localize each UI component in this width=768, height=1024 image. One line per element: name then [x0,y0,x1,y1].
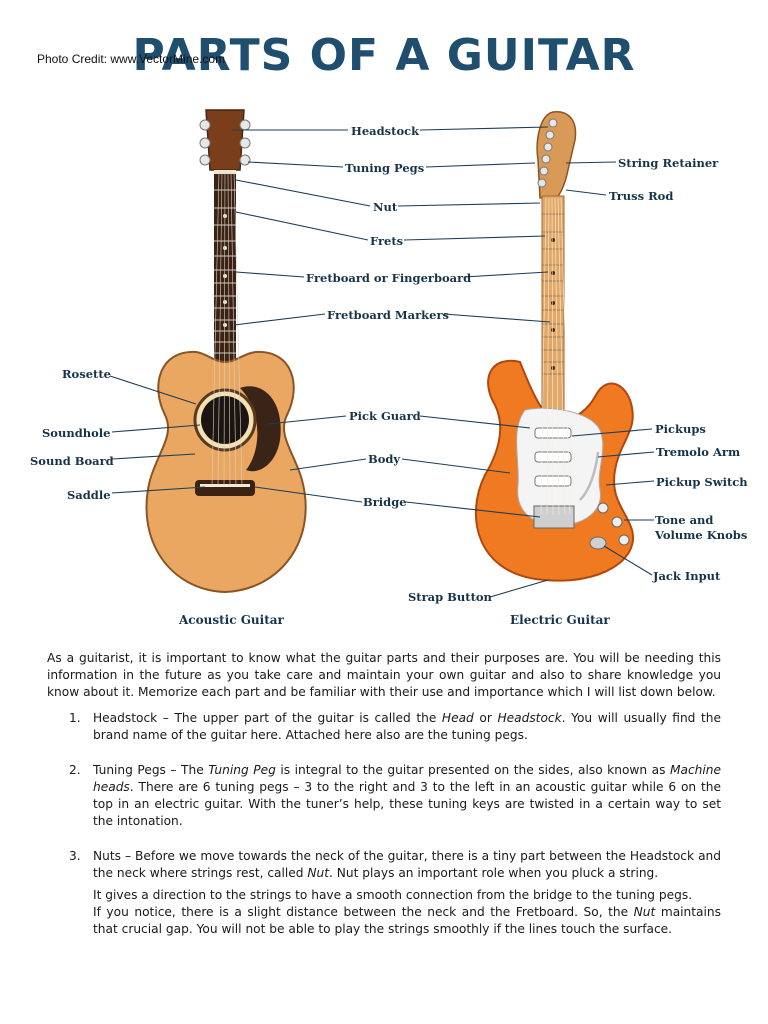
item-text: or [473,711,498,725]
label-tuning-pegs: Tuning Pegs [345,161,425,175]
caption-electric: Electric Guitar [510,613,610,627]
list-item: 1. Headstock – The upper part of the gui… [47,710,721,744]
item-text: If you notice, there is a slight distanc… [93,905,634,919]
acoustic-guitar-drawing [145,109,307,594]
item-text: maintains that crucial gap. You will not… [93,905,721,936]
list-number: 3. [69,849,81,863]
label-saddle: Saddle [67,488,111,502]
label-volume-knobs: Volume Knobs [655,528,748,542]
label-jack-input: Jack Input [653,569,721,583]
caption-acoustic: Acoustic Guitar [179,613,284,627]
guitar-illustration [109,109,655,598]
label-fretboard-markers: Fretboard Markers [327,308,449,322]
item-text: Nuts – Before we move towards the neck o… [93,849,721,880]
label-frets: Frets [370,234,404,248]
intro-paragraph: As a guitarist, it is important to know … [47,651,721,699]
item-text: Headstock – The upper part of the guitar… [93,711,442,725]
label-truss-rod: Truss Rod [609,189,674,203]
item-text: It gives a direction to the strings to h… [93,888,693,902]
label-pickups: Pickups [655,422,706,436]
label-headstock: Headstock [351,124,420,138]
item-text: is integral to the guitar presented on t… [275,763,670,777]
item-emphasis: Nut [307,866,330,880]
label-fretboard: Fretboard or Fingerboard [306,271,472,285]
label-sound-board: Sound Board [30,454,114,468]
label-strap-button: Strap Button [408,590,492,604]
label-tone-and: Tone and [655,513,714,527]
item-emphasis: Headstock [497,711,562,725]
list-item: 3. Nuts – Before we move towards the nec… [47,848,721,938]
item-emphasis: Tuning Peg [208,763,276,777]
item-text: Tuning Pegs – The [93,763,209,777]
item-emphasis: Machine heads [93,763,721,794]
label-rosette: Rosette [62,367,111,381]
photo-credit: Photo Credit: www.VectorMine.com [37,52,226,66]
item-emphasis: Nut [633,905,656,919]
list-number: 1. [69,711,81,725]
list-item: 2. Tuning Pegs – The Tuning Peg is integ… [47,762,721,830]
label-body: Body [368,452,401,466]
electric-guitar-drawing [474,111,635,582]
label-soundhole: Soundhole [42,426,111,440]
item-text: . There are 6 tuning pegs – 3 to the rig… [93,780,721,828]
label-nut: Nut [373,200,398,214]
item-text: . Nut plays an important role when you p… [329,866,659,880]
label-bridge: Bridge [363,495,407,509]
leader-lines [109,126,655,598]
label-pick-guard: Pick Guard [349,409,421,423]
item-text: . You will usually find the brand name o… [93,711,722,742]
item-subparagraph: It gives a direction to the strings to h… [93,887,721,938]
label-string-retainer: String Retainer [618,156,719,170]
page-title: PARTS OF A GUITAR [132,30,636,81]
guitar-diagram: Headstock Tuning Pegs Nut Frets Fretboar… [30,109,748,627]
article-body: As a guitarist, it is important to know … [47,650,721,956]
label-tremolo-arm: Tremolo Arm [656,445,741,459]
item-emphasis: Head [441,711,474,725]
parts-list: 1. Headstock – The upper part of the gui… [47,710,721,938]
list-number: 2. [69,763,81,777]
label-pickup-switch: Pickup Switch [656,475,748,489]
